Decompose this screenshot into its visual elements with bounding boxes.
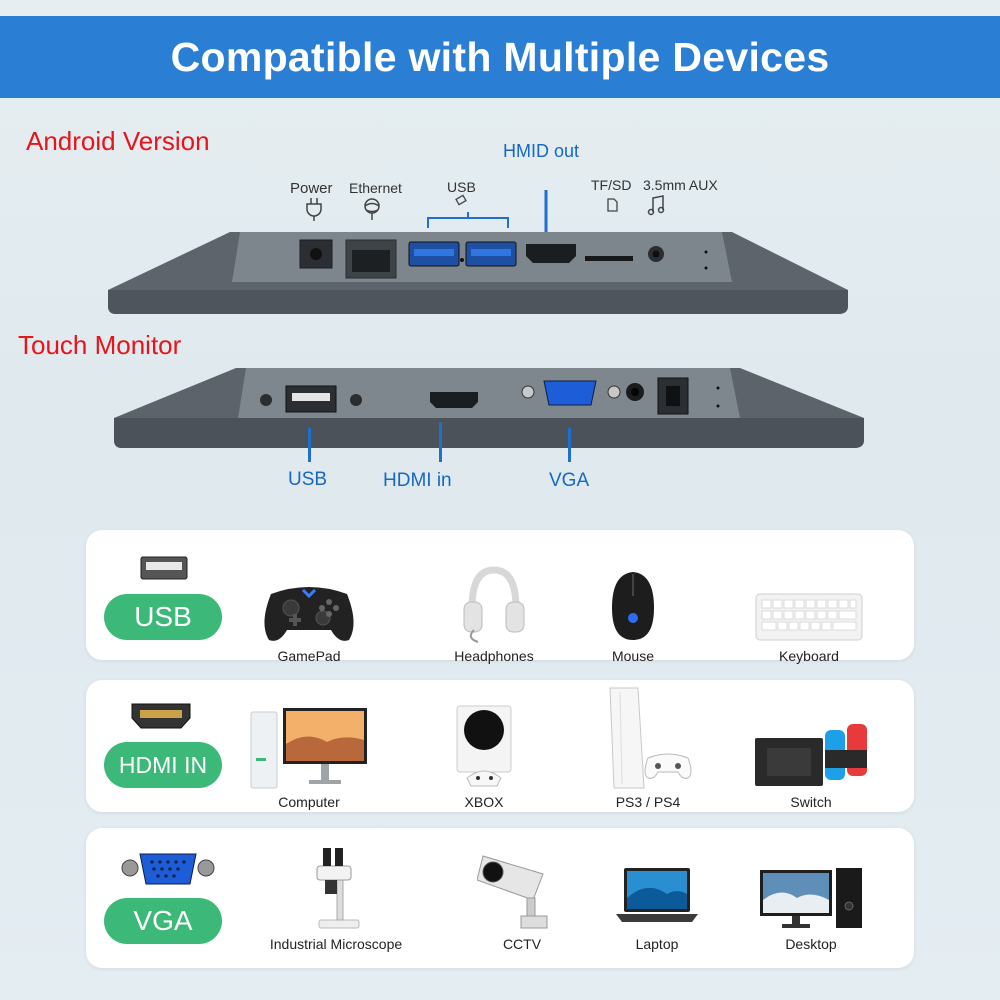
title-banner: Compatible with Multiple Devices (0, 16, 1000, 98)
mouse-item: Mouse (558, 556, 708, 664)
usb-bracket-icon (427, 212, 509, 228)
ps-caption: PS3 / PS4 (615, 794, 681, 810)
vga-pointer (568, 428, 571, 462)
gamepad-caption: GamePad (277, 648, 341, 664)
keyboard-item: Keyboard (734, 556, 884, 664)
hdmi-devices-card: HDMI IN Computer XBOX (86, 680, 914, 812)
gamepad-icon (264, 587, 354, 641)
vga-pill-label: VGA (133, 905, 193, 936)
switch-caption: Switch (790, 794, 832, 810)
ethernet-icon (364, 198, 380, 220)
cctv-icon (477, 855, 548, 929)
usb-small-icon (455, 194, 467, 206)
microscope-item: Industrial Microscope (254, 844, 418, 952)
touch-monitor-title: Touch Monitor (18, 330, 182, 360)
switch-item: Switch (736, 702, 886, 810)
cctv-caption: CCTV (502, 936, 542, 952)
music-note-icon (647, 195, 665, 216)
cctv-item: CCTV (447, 844, 597, 952)
laptop-caption: Laptop (635, 936, 679, 952)
ethernet-port-label: Ethernet (349, 180, 402, 196)
sdcard-icon (607, 198, 618, 212)
tfsd-port-label: TF/SD (591, 177, 632, 193)
laptop-icon (616, 868, 698, 922)
xbox-item: XBOX (409, 702, 559, 810)
desktop-item: Desktop (736, 844, 886, 952)
microscope-icon (316, 848, 360, 929)
touch-vga-label: VGA (549, 470, 590, 491)
computer-caption: Computer (278, 794, 340, 810)
usb-port-label: USB (447, 179, 476, 195)
computer-item: Computer (234, 702, 384, 810)
vga-port-icon (121, 853, 215, 885)
hdmi-in-pill: HDMI IN (104, 742, 222, 788)
banner-title: Compatible with Multiple Devices (170, 33, 830, 80)
usb-pill-label: USB (134, 601, 192, 632)
android-version-title: Android Version (26, 126, 210, 156)
usb-devices-card: USB GamePad Headphones (86, 530, 914, 664)
vga-devices-card: VGA Industrial Microscope CCTV (86, 828, 914, 968)
playstation-icon (609, 687, 692, 789)
xbox-icon (456, 705, 512, 787)
headphones-icon (463, 566, 525, 643)
android-version-device (108, 190, 848, 314)
microscope-caption: Industrial Microscope (269, 936, 403, 952)
keyboard-caption: Keyboard (779, 648, 839, 664)
headphones-caption: Headphones (454, 648, 534, 664)
aux-port-label: 3.5mm AUX (643, 177, 718, 193)
laptop-item: Laptop (582, 844, 732, 952)
xbox-caption: XBOX (464, 794, 504, 810)
mouse-icon (612, 572, 654, 640)
keyboard-icon (755, 593, 863, 641)
usb-pointer (308, 428, 311, 462)
touch-usb-label: USB (288, 469, 328, 490)
usb-pill: USB (104, 594, 222, 640)
desktop-caption: Desktop (785, 936, 837, 952)
switch-icon (755, 724, 867, 786)
hdmi-out-port-label: HMID out (503, 141, 580, 161)
vga-pill: VGA (104, 898, 222, 944)
power-port-label: Power (290, 180, 333, 197)
headphones-item: Headphones (419, 556, 569, 664)
hdmi-in-pill-label: HDMI IN (118, 751, 208, 778)
gamepad-item: GamePad (234, 556, 384, 664)
desktop-icon (760, 868, 862, 928)
usb-port-icon (140, 556, 188, 580)
hdmi-in-pointer (439, 422, 442, 462)
power-icon (306, 198, 322, 221)
touch-monitor-device (114, 368, 864, 448)
computer-icon (250, 708, 367, 789)
touch-hdmi-in-label: HDMI in (383, 470, 452, 491)
mouse-caption: Mouse (611, 648, 655, 664)
hdmi-port-icon (131, 703, 191, 729)
ps-item: PS3 / PS4 (573, 686, 723, 810)
